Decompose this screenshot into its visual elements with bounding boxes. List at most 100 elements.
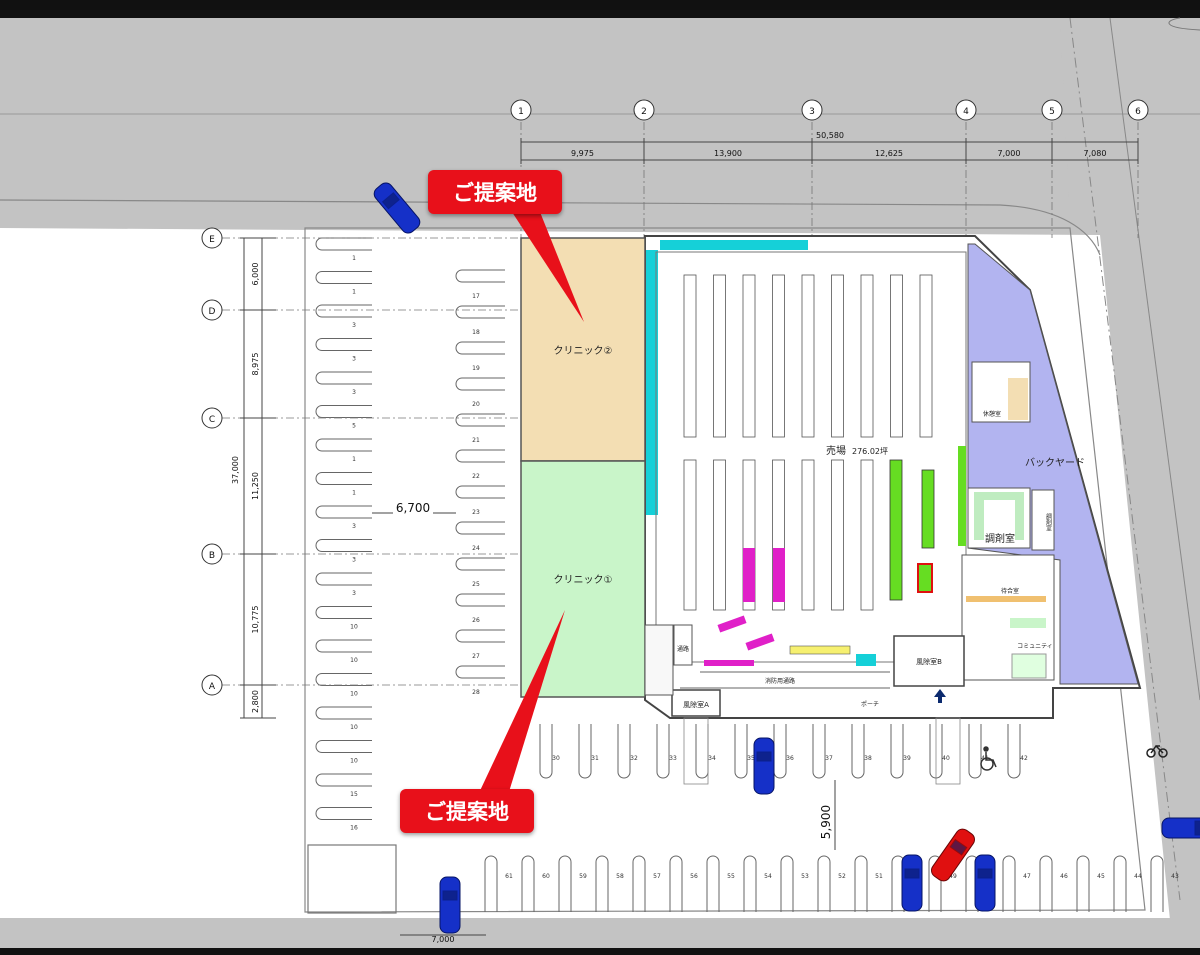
parking-stall xyxy=(854,855,868,912)
fire-passage-label: 消防用通路 xyxy=(765,677,795,685)
span-width-label: 13,900 xyxy=(714,149,742,158)
grid-bubble-row xyxy=(201,543,223,565)
parking-stall-number: 3 xyxy=(352,523,356,530)
display-table xyxy=(745,633,775,651)
corridor-label: 通路 xyxy=(677,645,689,653)
total-depth-label: 37,000 xyxy=(231,456,240,484)
car-icon xyxy=(901,854,923,912)
grid-label-column: 1 xyxy=(518,107,524,117)
parking-stall-number: 40 xyxy=(942,755,950,762)
shelf-upper xyxy=(742,274,756,438)
callout-top-pointer xyxy=(512,212,584,322)
parking-stall-number: 52 xyxy=(838,873,846,880)
parking-stall-number: 16 xyxy=(350,825,358,832)
bottom-width-label: 7,000 xyxy=(432,935,455,944)
aisle-width-label: 6,700 xyxy=(396,501,430,515)
windbreak-a-room xyxy=(671,689,721,717)
clinic-1-area xyxy=(520,460,646,698)
parking-stall xyxy=(455,665,505,679)
car-icon xyxy=(753,737,775,795)
parking-stall-number: 10 xyxy=(350,758,358,765)
parking-stall xyxy=(455,449,505,463)
parking-stall-number: 1 xyxy=(352,456,356,463)
parking-stall-number: 32 xyxy=(630,755,638,762)
porch-label: ポーチ xyxy=(861,700,879,708)
fridge-top xyxy=(660,240,808,250)
parking-stall-number: 31 xyxy=(591,755,599,762)
parking-stall xyxy=(315,773,372,787)
parking-stall xyxy=(315,438,372,452)
parking-stall xyxy=(539,724,553,779)
parking-stall-number: 37 xyxy=(825,755,833,762)
parking-stall xyxy=(455,305,505,319)
proposal-callout-bottom: ご提案地 xyxy=(400,789,534,833)
waiting-room-label: 待合室 xyxy=(1001,587,1019,595)
parking-stall-number: 20 xyxy=(472,401,480,408)
parking-stall xyxy=(812,724,826,779)
parking-stall-number: 45 xyxy=(1097,873,1105,880)
parking-stall xyxy=(455,521,505,535)
clinic-2-label: クリニック② xyxy=(554,345,613,357)
parking-stall xyxy=(1039,855,1053,912)
shelf-lower xyxy=(831,459,844,611)
parking-stall-number: 35 xyxy=(747,755,755,762)
parking-stall xyxy=(315,371,372,385)
parking-stall-number: 3 xyxy=(352,356,356,363)
parking-stall-number: 43 xyxy=(1171,873,1179,880)
crosswalk-a xyxy=(683,717,709,785)
parking-stall xyxy=(315,673,372,686)
shelf-upper xyxy=(890,274,903,438)
grid-bubble-column xyxy=(1127,99,1149,121)
grid-label-row: D xyxy=(209,307,216,317)
grid-bubble-row xyxy=(201,299,223,321)
sales-area-label: 276.02坪 xyxy=(852,447,888,456)
parking-stall-number: 22 xyxy=(472,473,480,480)
parking-stall-number: 44 xyxy=(1134,873,1142,880)
parking-stall-number: 51 xyxy=(875,873,883,880)
shelf-magenta xyxy=(773,548,785,602)
parking-stall-number: 53 xyxy=(801,873,809,880)
lower-aisle-label: 5,900 xyxy=(819,805,833,839)
parking-stall xyxy=(455,593,505,607)
parking-stall xyxy=(315,740,372,753)
car-icon xyxy=(439,876,461,934)
shelf-green-end xyxy=(917,563,933,593)
dispensary-side-room xyxy=(1031,489,1055,551)
parking-stall-number: 60 xyxy=(542,873,550,880)
shelf-upper xyxy=(801,274,815,438)
parking-stall xyxy=(1113,855,1127,912)
windbreak-b-label: 風除室B xyxy=(916,657,942,666)
span-width-label: 9,975 xyxy=(571,149,594,158)
parking-stall xyxy=(656,724,670,779)
shelf-magenta xyxy=(743,548,755,602)
grid-label-row: C xyxy=(209,415,215,425)
parking-stall xyxy=(780,855,794,912)
shelf-upper xyxy=(919,274,933,438)
proposal-callout-top: ご提案地 xyxy=(428,170,562,214)
backyard-area xyxy=(967,243,1139,685)
grid-bubble-row xyxy=(201,674,223,696)
community-label: コミュニティ xyxy=(1017,643,1053,650)
parking-stall xyxy=(851,724,865,779)
boundary-line xyxy=(1069,17,1181,901)
grid-bubble-column xyxy=(1041,99,1063,121)
parking-stall xyxy=(455,377,505,391)
total-width-label: 50,580 xyxy=(816,131,844,140)
span-depth-label: 10,775 xyxy=(251,606,260,634)
parking-stall xyxy=(617,724,631,779)
shelf-green xyxy=(889,459,903,601)
shelf-upper xyxy=(772,274,785,438)
curb-line xyxy=(0,199,1101,256)
parking-stall xyxy=(315,304,372,318)
parking-stall xyxy=(734,724,748,779)
road-top xyxy=(0,18,1200,300)
parking-stall-number: 23 xyxy=(472,509,480,516)
clinic-1-label: クリニック① xyxy=(554,574,613,586)
span-depth-label: 11,250 xyxy=(251,472,260,500)
shelf-lower xyxy=(801,459,815,611)
parking-stall xyxy=(743,855,757,912)
parking-stall-number: 10 xyxy=(350,657,358,664)
wheelchair-icon xyxy=(980,746,997,771)
sales-floor-shelves xyxy=(683,274,966,666)
